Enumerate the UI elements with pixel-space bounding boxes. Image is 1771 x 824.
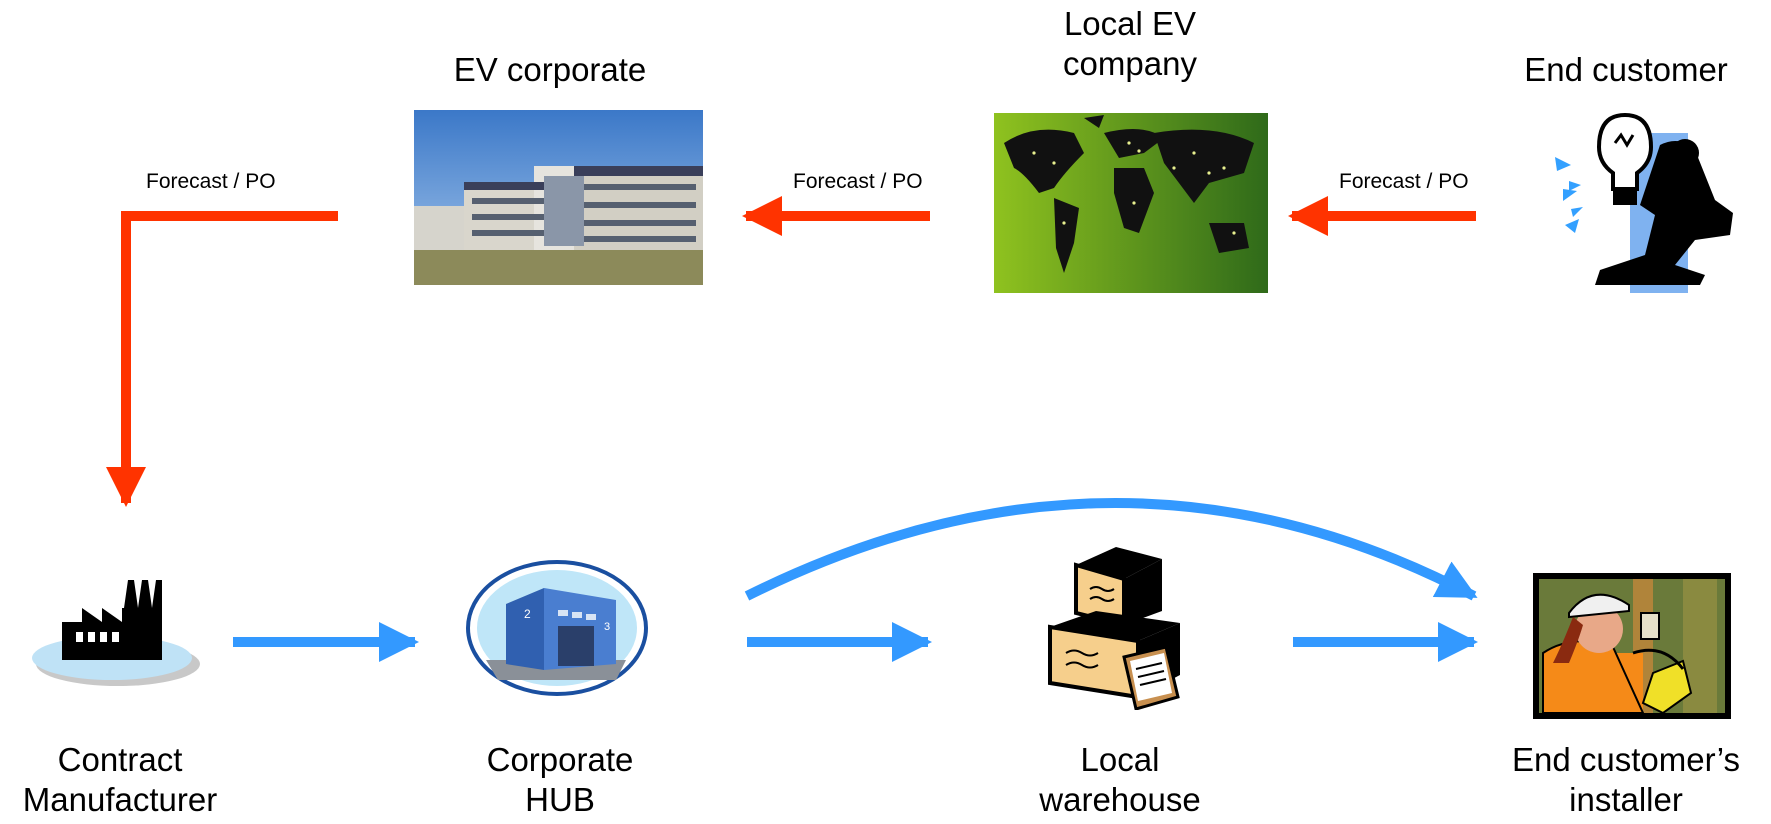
electrician-installer-icon — [1533, 573, 1731, 719]
warehouse-hub-icon: 2 3 — [466, 560, 648, 696]
factory-icon — [32, 560, 200, 688]
label-local-ev-company: Local EV company — [1063, 5, 1197, 82]
label-contract-manufacturer: Contract Manufacturer — [22, 741, 218, 818]
label-local-warehouse: Local warehouse — [1039, 741, 1201, 818]
office-building-photo-icon — [414, 110, 703, 285]
flow-label-forecast-po-1: Forecast / PO — [146, 170, 276, 193]
goods-arrow-hub-to-installer-direct — [744, 498, 1478, 601]
boxes-clipboard-icon — [1046, 545, 1186, 711]
svg-text:2: 2 — [524, 607, 531, 621]
info-arrow-corporate-to-manufacturer — [106, 211, 338, 507]
label-corporate-hub: Corporate HUB — [486, 741, 634, 818]
customer-lightbulb-icon — [1555, 105, 1735, 293]
svg-text:3: 3 — [604, 621, 610, 633]
world-map-icon — [994, 113, 1268, 293]
label-end-customer-installer: End customer’s installer — [1511, 741, 1741, 818]
flow-label-forecast-po-2: Forecast / PO — [793, 170, 923, 193]
flow-label-forecast-po-3: Forecast / PO — [1339, 170, 1469, 193]
label-end-customer: End customer — [1524, 51, 1728, 88]
label-ev-corporate: EV corporate — [453, 51, 647, 88]
